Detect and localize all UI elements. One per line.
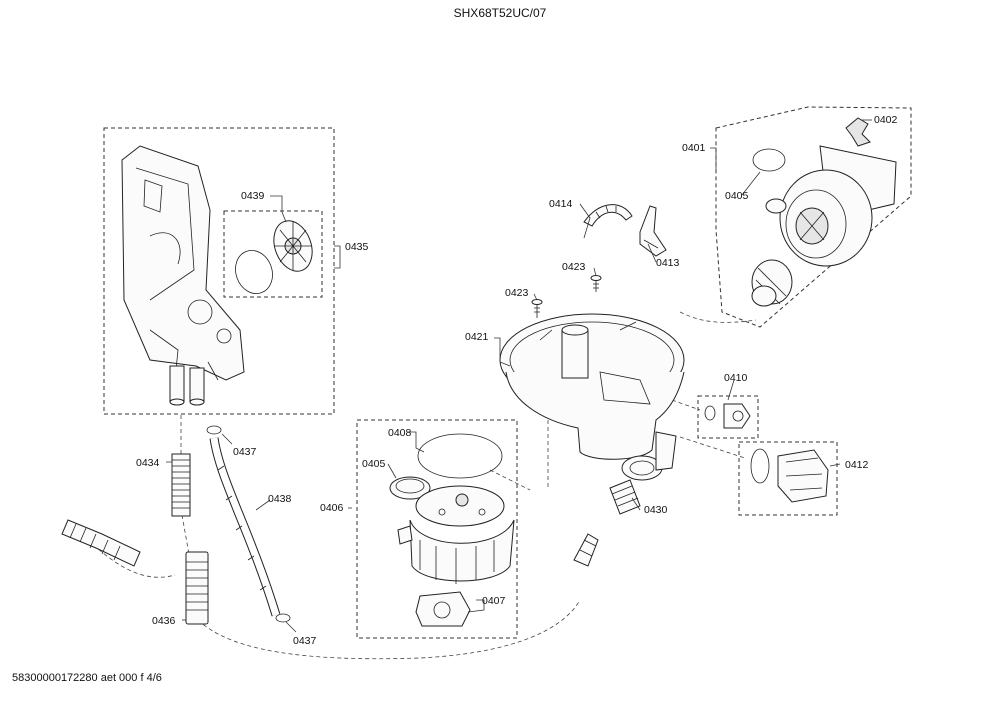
document-id: 58300000172280 aet 000 f 4/6	[12, 672, 162, 684]
part-0437-clamp-bottom	[275, 613, 291, 623]
part-0423-screw-b	[531, 299, 543, 318]
callout-0402: 0402	[874, 114, 898, 126]
part-0414-clip	[583, 204, 633, 227]
callout-0410: 0410	[724, 372, 748, 384]
callout-0436: 0436	[152, 615, 176, 627]
hose-path-0401	[679, 311, 757, 323]
part-0402-clip	[845, 117, 871, 147]
part-0438-hose	[209, 437, 281, 617]
part-0413-bracket	[639, 205, 667, 257]
hose-path-0412	[679, 436, 746, 459]
part-0430-valve	[609, 479, 641, 515]
drawing-title: SHX68T52UC/07	[453, 6, 547, 20]
callout-0423-a: 0423	[562, 261, 586, 273]
part-0401-pump	[751, 145, 897, 307]
callout-0434: 0434	[136, 457, 160, 469]
group-box-0439	[223, 210, 323, 298]
part-0410-sensor	[704, 403, 751, 429]
hose-path-0410	[671, 399, 701, 411]
callout-0412: 0412	[845, 459, 869, 471]
part-0406-motor	[397, 485, 515, 584]
hose-path-main	[197, 599, 581, 660]
callout-0437-bottom: 0437	[293, 635, 317, 647]
callout-0423-b: 0423	[505, 287, 529, 299]
callout-0435: 0435	[345, 241, 369, 253]
part-0405-ring-pump	[752, 148, 786, 172]
part-0407-motor-base	[415, 591, 471, 627]
part-0423-screw-a	[590, 275, 602, 292]
callout-0439: 0439	[241, 190, 265, 202]
part-0436-hose	[61, 519, 209, 625]
group-box-0435	[103, 127, 335, 415]
callout-0430: 0430	[644, 504, 668, 516]
callout-0408: 0408	[388, 427, 412, 439]
callout-0438: 0438	[268, 493, 292, 505]
part-hose-connector	[573, 533, 599, 567]
part-0408-seal	[417, 433, 503, 479]
callout-0405-ring: 0405	[362, 458, 386, 470]
part-0435-housing	[121, 145, 245, 406]
callout-0413: 0413	[656, 257, 680, 269]
callout-0405-pump: 0405	[725, 190, 749, 202]
part-0434-hose	[171, 453, 191, 517]
callout-0401: 0401	[682, 142, 706, 154]
part-0437-clamp-top	[206, 425, 222, 435]
group-box-0410	[697, 395, 759, 439]
part-0439-flowmeter	[235, 220, 313, 294]
callout-0407: 0407	[482, 595, 506, 607]
part-0421-sump	[499, 313, 685, 481]
callout-0406: 0406	[320, 502, 344, 514]
part-0405-ring	[389, 476, 431, 500]
group-box-0412	[738, 441, 838, 516]
hose-path-0408	[489, 469, 531, 491]
callout-0421: 0421	[465, 331, 489, 343]
group-box-0406	[356, 419, 518, 639]
part-0412-drain-pump	[750, 448, 829, 503]
callout-0414: 0414	[549, 198, 573, 210]
callout-0437-top: 0437	[233, 446, 257, 458]
